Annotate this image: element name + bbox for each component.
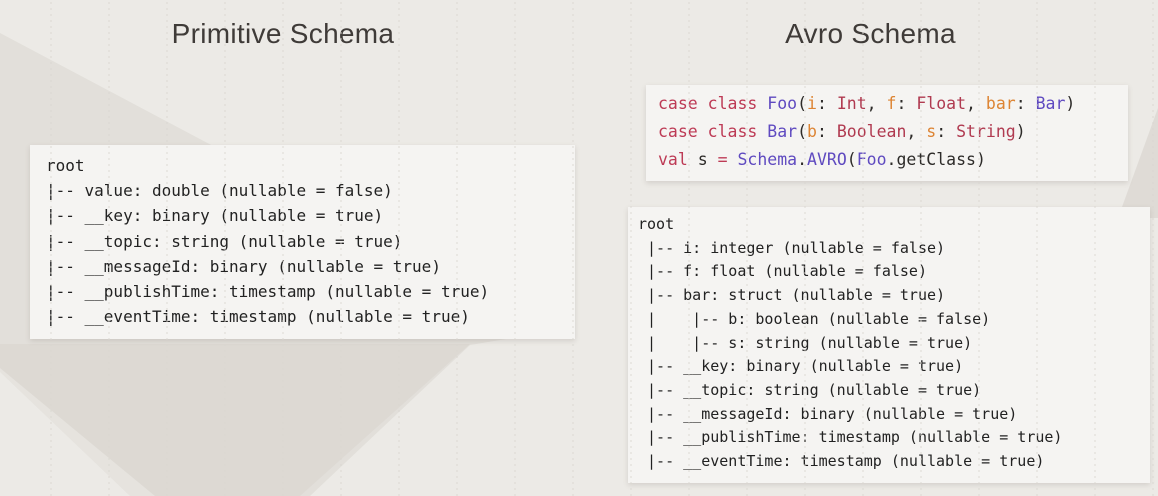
avro-schema-tree: root |-- i: integer (nullable = false) |… bbox=[628, 207, 1150, 483]
code-line: val s = Schema.AVRO(Foo.getClass) bbox=[658, 150, 986, 169]
code-line: case class Bar(b: Boolean, s: String) bbox=[658, 122, 1026, 141]
primitive-schema-title: Primitive Schema bbox=[171, 18, 395, 49]
avro-schema-title: Avro Schema bbox=[785, 18, 956, 49]
background-wedge-bottom-left bbox=[0, 344, 470, 496]
scala-code-block: case class Foo(i: Int, f: Float, bar: Ba… bbox=[646, 85, 1128, 181]
primitive-schema-tree: root |-- value: double (nullable = false… bbox=[30, 145, 575, 340]
code-line: case class Foo(i: Int, f: Float, bar: Ba… bbox=[658, 94, 1076, 113]
